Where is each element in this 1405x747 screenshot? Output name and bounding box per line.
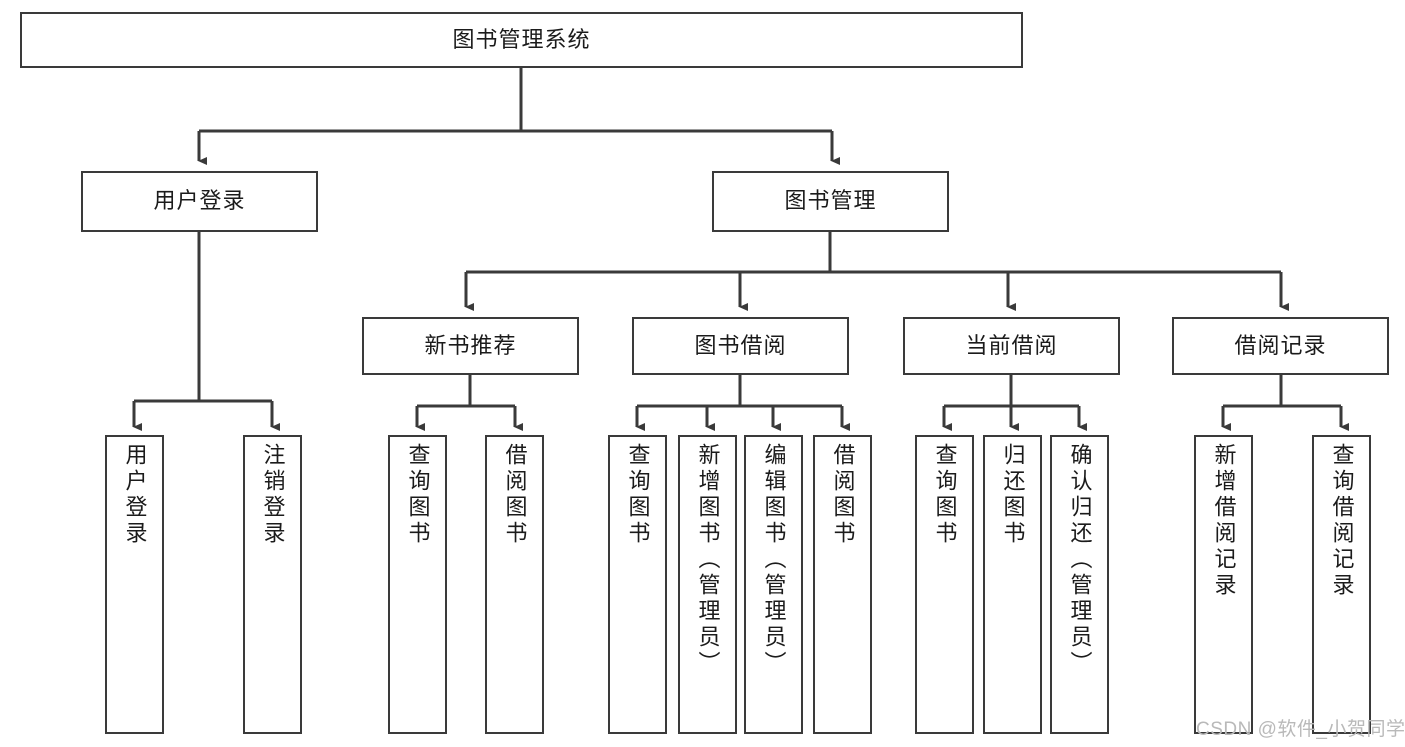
- node-leaf-borrow-book[interactable]: 借阅图书: [813, 435, 872, 734]
- node-book-management-label: 图书管理: [784, 188, 877, 214]
- node-leaf-query-book-current-label: 查询图书: [932, 443, 958, 547]
- node-leaf-logout-label: 注销登录: [260, 443, 286, 547]
- node-leaf-borrow-book-recommend-label: 借阅图书: [502, 443, 528, 547]
- node-leaf-add-book[interactable]: 新增图书（管理员）: [678, 435, 737, 734]
- node-leaf-logout[interactable]: 注销登录: [243, 435, 302, 734]
- node-leaf-add-book-label: 新增图书（管理员）: [695, 443, 721, 677]
- node-borrow-record-label: 借阅记录: [1234, 332, 1327, 358]
- node-leaf-query-book-borrow[interactable]: 查询图书: [608, 435, 667, 734]
- node-leaf-confirm-return[interactable]: 确认归还（管理员）: [1050, 435, 1109, 734]
- node-book-borrow[interactable]: 图书借阅: [632, 317, 849, 375]
- node-leaf-query-book-borrow-label: 查询图书: [625, 443, 651, 547]
- node-leaf-return-book[interactable]: 归还图书: [983, 435, 1042, 734]
- node-leaf-confirm-return-label: 确认归还（管理员）: [1067, 443, 1093, 677]
- node-current-borrow[interactable]: 当前借阅: [903, 317, 1120, 375]
- node-leaf-query-book-recommend-label: 查询图书: [405, 443, 431, 547]
- node-root-label: 图书管理系统: [452, 26, 591, 52]
- node-leaf-edit-book[interactable]: 编辑图书（管理员）: [744, 435, 803, 734]
- node-book-management[interactable]: 图书管理: [712, 171, 949, 232]
- node-user-login-label: 用户登录: [153, 188, 246, 214]
- node-leaf-borrow-book-recommend[interactable]: 借阅图书: [485, 435, 544, 734]
- node-book-borrow-label: 图书借阅: [694, 332, 787, 358]
- node-leaf-edit-book-label: 编辑图书（管理员）: [761, 443, 787, 677]
- node-root[interactable]: 图书管理系统: [20, 12, 1023, 68]
- node-leaf-return-book-label: 归还图书: [1000, 443, 1026, 547]
- node-user-login[interactable]: 用户登录: [81, 171, 318, 232]
- node-leaf-add-record[interactable]: 新增借阅记录: [1194, 435, 1253, 734]
- node-leaf-user-login[interactable]: 用户登录: [105, 435, 164, 734]
- node-leaf-query-record[interactable]: 查询借阅记录: [1312, 435, 1371, 734]
- node-new-book-recommend-label: 新书推荐: [424, 332, 517, 358]
- node-leaf-query-record-label: 查询借阅记录: [1329, 443, 1355, 599]
- node-leaf-query-book-current[interactable]: 查询图书: [915, 435, 974, 734]
- node-leaf-user-login-label: 用户登录: [122, 443, 148, 547]
- node-leaf-add-record-label: 新增借阅记录: [1211, 443, 1237, 599]
- node-current-borrow-label: 当前借阅: [965, 332, 1058, 358]
- node-leaf-query-book-recommend[interactable]: 查询图书: [388, 435, 447, 734]
- node-borrow-record[interactable]: 借阅记录: [1172, 317, 1389, 375]
- node-new-book-recommend[interactable]: 新书推荐: [362, 317, 579, 375]
- node-leaf-borrow-book-label: 借阅图书: [830, 443, 856, 547]
